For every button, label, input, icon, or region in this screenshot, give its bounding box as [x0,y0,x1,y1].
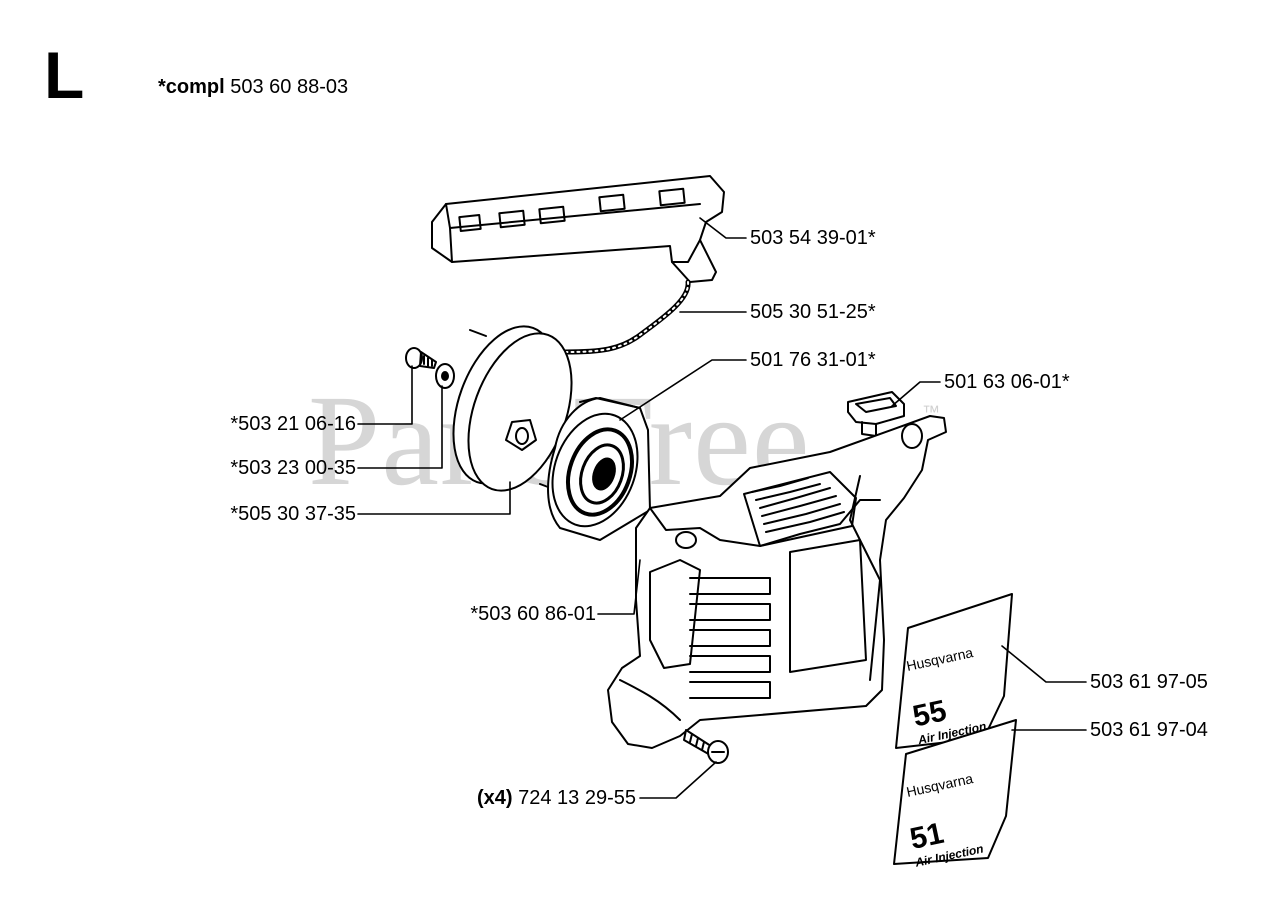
part-label-starter-handle: 503 54 39-01* [750,227,876,249]
housing-screw-illustration [683,729,729,764]
pulley-illustration [452,325,573,492]
kit-part-number: 503 60 88-03 [230,76,349,98]
decal-51-model: 51 [907,817,947,856]
part-label-decal-51: 503 61 97-04 [1090,719,1208,741]
rubber-plug-illustration [847,391,905,437]
part-label-decal-55: 503 61 97-05 [1090,671,1208,693]
part-label-starter-rope: 505 30 51-25* [750,301,876,323]
starter-housing-illustration [607,415,947,749]
part-qty: (x4) [476,787,513,809]
part-label-washer: *503 23 00-35 [230,457,356,479]
part-number: 724 13 29-55 [518,787,636,809]
kit-prefix: *compl [158,76,225,98]
part-label-screw: *503 21 06-16 [230,413,356,435]
part-label-rubber-plug: 501 63 06-01* [944,371,1070,393]
part-label-starter-housing: *503 60 86-01 [470,603,596,625]
decal-55-model: 55 [910,694,950,733]
screw-illustration [405,347,437,369]
section-letter: L [44,38,85,112]
leader-lines [357,217,1087,799]
decal-51-illustration [893,719,1017,865]
kit-number: *compl 503 60 88-03 [158,76,348,99]
decal-55-illustration [895,593,1013,749]
starter-handle-illustration [431,175,725,283]
part-label-housing-screw: (x4) 724 13 29-55 [477,788,636,808]
part-label-rewind-spring: 501 76 31-01* [750,349,876,371]
washer-illustration [435,363,455,389]
part-label-pulley: *505 30 37-35 [230,503,356,525]
starter-rope-illustration [562,279,691,355]
